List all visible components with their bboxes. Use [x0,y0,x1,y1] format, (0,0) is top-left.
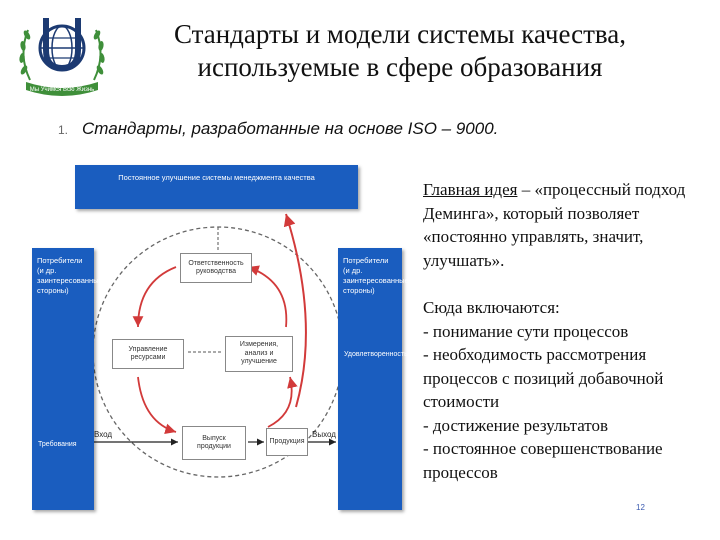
university-logo: Мы Учимся Всю Жизнь [12,10,112,102]
svg-text:Мы Учимся Всю Жизнь: Мы Учимся Всю Жизнь [30,87,95,93]
product-realization-box: Выпуск продукции [182,426,246,460]
resource-management-box: Управление ресурсами [112,339,184,369]
improvement-bar: Постоянное улучшение системы менеджмента… [75,165,358,209]
list-item-1: 1. Стандарты, разработанные на основе ISO… [58,119,698,139]
management-responsibility-box: Ответственность руководства [180,253,252,283]
includes-item-3: - достижение результатов [423,415,609,435]
requirements-label: Требования [38,441,77,448]
arrow-left-to-bottom [137,376,177,435]
improvement-bar-label: Постоянное улучшение системы менеджмента… [118,173,315,182]
explanation-text: Главная идея – «процессный подход Деминг… [423,178,705,484]
logo-emblem-icon: Мы Учимся Всю Жизнь [19,18,105,96]
includes-item-1: - понимание сути процессов [423,321,629,341]
includes-item-2: - необходимость рассмотрения процессов с… [423,345,664,411]
customers-requirements-bar: Потребители (и др. заинтересованные стор… [32,248,103,510]
satisfaction-label: Удовлетворенность [344,351,408,358]
measurement-analysis-box: Измерения, анализ и улучшение [225,336,293,372]
main-idea-term: Главная идея [423,180,518,199]
slide-title: Стандарты и модели системы качества, исп… [100,18,700,84]
customers-label-left: Потребители (и др. заинтересованные стор… [37,256,103,295]
includes-heading: Сюда включаются: [423,298,560,317]
includes-item-4: - постоянное совершенствование процессов [423,439,663,482]
output-label: Выход [312,430,336,439]
arrow-right-to-top [247,265,288,328]
process-model-diagram: Постоянное улучшение системы менеджмента… [28,162,409,512]
page-number: 12 [636,503,645,512]
title-line-1: Стандарты и модели системы качества, [173,19,627,49]
arrow-right-lower [267,376,298,428]
customers-label-right: Потребители (и др. заинтересованные стор… [343,256,409,295]
customers-satisfaction-bar: Потребители (и др. заинтересованные стор… [338,248,409,510]
input-label: Вход [94,430,113,439]
arrow-to-improvement [283,213,307,408]
main-idea-rest: – «процессный подход Деминга», который п… [423,180,686,270]
title-line-2: используемые в сфере образования [197,52,603,82]
list-number: 1. [58,123,69,137]
main-idea-paragraph: Главная идея – «процессный подход Деминг… [423,178,705,272]
list-item-text: Стандарты, разработанные на основе ISO –… [82,119,499,138]
product-box: Продукция [266,428,308,456]
arrow-top-to-left [132,266,177,328]
